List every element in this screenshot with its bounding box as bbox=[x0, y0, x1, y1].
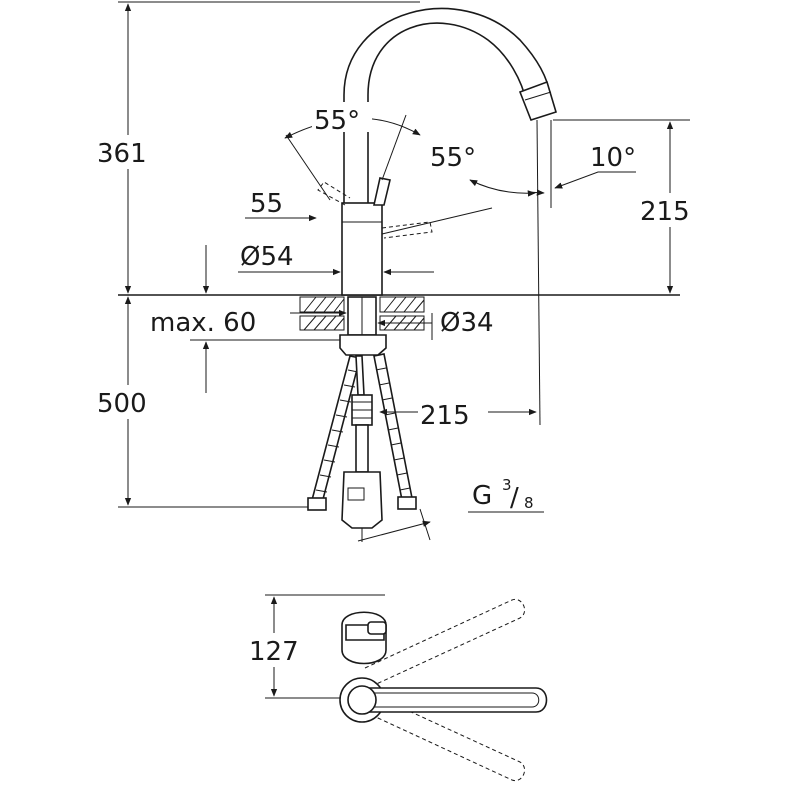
spout-head-clip bbox=[367, 621, 387, 635]
front-view: 361 500 55° 55° 10° bbox=[96, 1, 703, 542]
spout-tip-line bbox=[524, 91, 552, 101]
hose-connector-lines bbox=[352, 401, 372, 419]
lever-top-position-up bbox=[364, 598, 525, 687]
dim-thread-g: G bbox=[472, 481, 492, 511]
spout-tip bbox=[518, 80, 557, 121]
handle-axis-right bbox=[381, 114, 407, 181]
dim-d34-label: Ø34 bbox=[440, 308, 494, 338]
dim-10deg-label: 10° bbox=[590, 143, 636, 173]
hose-left-braid bbox=[315, 369, 359, 493]
hose-fitting-right bbox=[397, 496, 417, 510]
dim-215-height-label: 215 bbox=[640, 197, 690, 227]
mounting-nut bbox=[339, 334, 387, 356]
dim-10deg-arc bbox=[527, 189, 545, 196]
dim-55deg-spout-label: 55° bbox=[430, 143, 476, 173]
lever-handle bbox=[373, 177, 391, 206]
dim-thread-numerator: 3 bbox=[502, 476, 512, 494]
pullout-hose-upper bbox=[355, 355, 365, 396]
spout-stream-tilted bbox=[536, 119, 541, 426]
dim-thread-denominator: 8 bbox=[524, 494, 534, 512]
dim-127-label: 127 bbox=[249, 637, 299, 667]
dim-thread-ext bbox=[419, 508, 431, 541]
dim-500-label: 500 bbox=[97, 389, 147, 419]
body-top-ring bbox=[347, 685, 377, 715]
dim-215-reach-label: 215 bbox=[420, 401, 470, 431]
hose-fitting-left bbox=[307, 497, 327, 511]
hose-right-braid bbox=[375, 367, 411, 491]
dim-max60-label: max. 60 bbox=[150, 308, 256, 338]
lever-top-inner bbox=[362, 692, 540, 708]
faucet-body bbox=[341, 202, 383, 296]
rotation-guide bbox=[381, 207, 493, 235]
top-view: 127 bbox=[246, 594, 548, 782]
dim-10deg-leader bbox=[554, 171, 636, 189]
dim-thread-line bbox=[357, 520, 431, 542]
handle-axis-left bbox=[285, 134, 331, 201]
dim-d54-label: Ø54 bbox=[240, 242, 294, 272]
dim-361-label: 361 bbox=[97, 139, 147, 169]
dim-55-label: 55 bbox=[250, 189, 283, 219]
dim-55deg-handle-label: 55° bbox=[314, 106, 360, 136]
hose-weight-clip bbox=[347, 487, 365, 501]
pullout-hose-mid bbox=[355, 424, 369, 473]
lever-position-down bbox=[381, 221, 433, 239]
lever-top-position-down bbox=[364, 693, 525, 782]
lever-top-handle bbox=[361, 687, 548, 713]
spout-outer bbox=[343, 7, 551, 206]
dim-55deg-spout-arc bbox=[469, 179, 536, 197]
dim-thread-slash: / bbox=[510, 483, 519, 513]
